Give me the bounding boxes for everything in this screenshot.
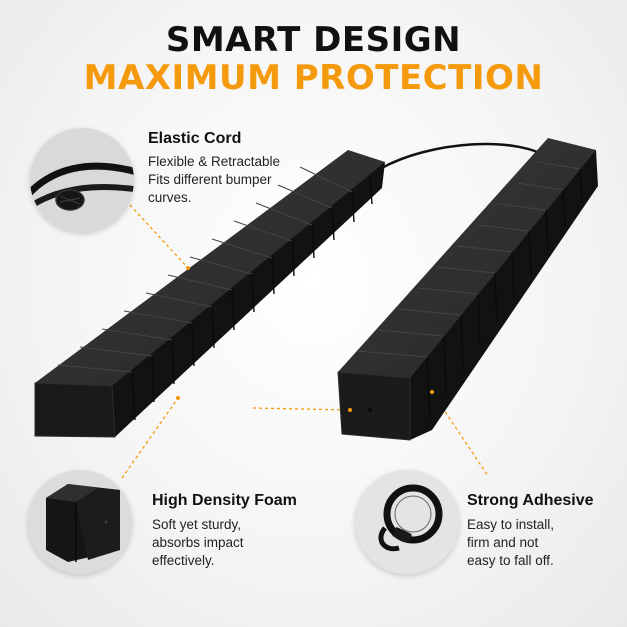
connector-adhesive	[431, 391, 489, 477]
right-bar-segments	[426, 168, 583, 419]
left-bar-segments	[131, 175, 373, 421]
connector-lines	[121, 204, 489, 479]
adhesive-ring-closeup-icon	[355, 470, 459, 574]
right-bar-end-face	[337, 371, 411, 441]
high-density-foam-title: High Density Foam	[152, 492, 297, 509]
elastic-cord-title: Elastic Cord	[148, 130, 242, 147]
strong-adhesive-description: Easy to install, firm and not easy to fa…	[467, 517, 555, 568]
elastic-cord-closeup-icon	[30, 128, 134, 232]
elastic-cord-description: Flexible & Retractable Fits different bu…	[148, 154, 281, 205]
foam-block-closeup-icon	[28, 470, 132, 574]
high-density-foam-description: Soft yet sturdy, absorbs impact effectiv…	[152, 517, 244, 568]
connector-elastic-cord	[129, 204, 189, 269]
right-foam-bar	[337, 138, 598, 441]
strong-adhesive-title: Strong Adhesive	[467, 492, 594, 509]
left-bar-top-segments	[57, 166, 353, 373]
left-bar-end-face	[34, 382, 116, 438]
right-bar-top-segments	[357, 161, 581, 358]
connector-foam	[121, 397, 179, 479]
title-maximum-protection: MAXIMUM PROTECTION	[83, 58, 544, 98]
title-smart-design: SMART DESIGN	[165, 20, 462, 60]
connector-adhesive-center	[252, 407, 351, 411]
left-foam-bar	[34, 150, 385, 438]
